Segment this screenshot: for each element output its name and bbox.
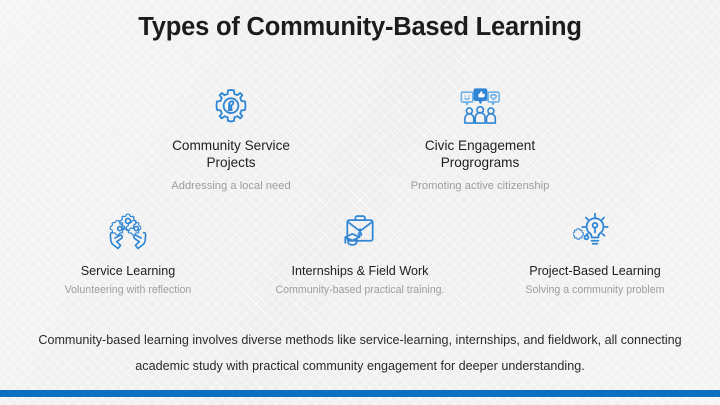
- card-label: Internships & Field Work: [291, 264, 429, 278]
- card-community-service-projects[interactable]: Community Service Projects Addressing a …: [146, 84, 316, 193]
- card-label: Service Learning: [80, 264, 176, 278]
- icon-wrap: [42, 208, 214, 254]
- card-label: Civic Engagement Progrograms: [424, 138, 536, 171]
- icon-wrap: [394, 84, 566, 130]
- lightbulb-gear-icon: [573, 210, 617, 252]
- summary-paragraph: Community-based learning involves divers…: [38, 333, 682, 373]
- people-speech-bubbles-icon: [458, 86, 502, 128]
- card-subtitle: Solving a community problem: [525, 284, 665, 297]
- card-subtitle: Community-based practical training.: [275, 284, 445, 297]
- card-service-learning[interactable]: Service Learning Volunteering with refle…: [42, 208, 214, 297]
- card-label: Community Service Projects: [172, 138, 290, 171]
- briefcase-graduation-cap-icon: [338, 210, 382, 252]
- gear-wrench-icon: [210, 86, 252, 128]
- page-title: Types of Community-Based Learning: [138, 13, 582, 41]
- icon-wrap: [500, 208, 690, 254]
- card-internships-field-work[interactable]: Internships & Field Work Community-based…: [268, 208, 452, 297]
- card-project-based-learning[interactable]: Project-Based Learning Solving a communi…: [500, 208, 690, 297]
- card-civic-engagement-programs[interactable]: Civic Engagement Progrograms Promoting a…: [394, 84, 566, 193]
- card-subtitle: Promoting active citizenship: [410, 179, 550, 192]
- card-subtitle: Addressing a local need: [171, 179, 291, 192]
- bottom-accent-bar: [0, 390, 720, 397]
- hands-holding-gears-icon: [106, 210, 150, 252]
- icon-wrap: [268, 208, 452, 254]
- icon-wrap: [146, 84, 316, 130]
- card-label: Project-Based Learning: [529, 264, 661, 278]
- card-subtitle: Volunteering with reflection: [64, 284, 192, 297]
